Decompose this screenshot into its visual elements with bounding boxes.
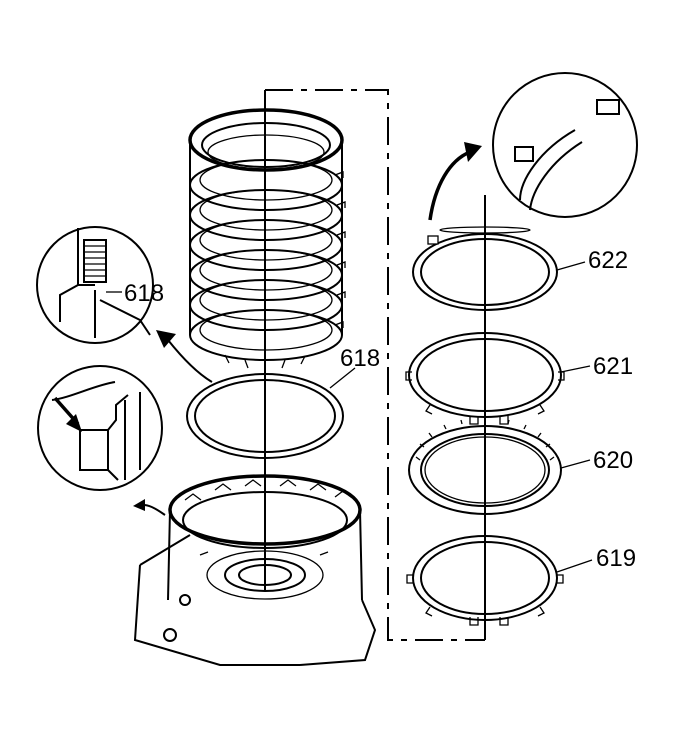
leader-622 bbox=[556, 261, 586, 271]
detail-circle-case-tab bbox=[37, 365, 163, 491]
leader-619 bbox=[556, 559, 593, 573]
plate-619 bbox=[406, 535, 564, 626]
arrow-head-3 bbox=[464, 142, 482, 162]
leader-621 bbox=[560, 365, 591, 373]
callout-621: 621 bbox=[593, 353, 633, 380]
callout-618: 618 bbox=[340, 345, 380, 372]
clutch-plate-stack bbox=[188, 90, 346, 369]
plate-621 bbox=[405, 332, 565, 425]
detail-circle-618 bbox=[36, 226, 154, 344]
leader-618 bbox=[329, 367, 356, 389]
transmission-case bbox=[133, 474, 377, 666]
plate-620 bbox=[408, 419, 562, 515]
leader-620 bbox=[560, 459, 591, 469]
snap-ring-622 bbox=[412, 226, 558, 311]
arrow-head-2 bbox=[133, 499, 145, 511]
callout-detail-618: 618 bbox=[124, 280, 164, 307]
callout-620: 620 bbox=[593, 447, 633, 474]
callout-619: 619 bbox=[596, 545, 636, 572]
callout-622: 622 bbox=[588, 247, 628, 274]
curved-arrow-icon-3 bbox=[428, 150, 471, 221]
curved-arrow-head bbox=[156, 330, 176, 348]
detail-circle-ring-gap bbox=[492, 72, 638, 218]
snap-ring-618 bbox=[186, 373, 344, 459]
pointer-arrow-icon bbox=[53, 396, 82, 432]
curved-arrow-icon bbox=[167, 339, 213, 383]
